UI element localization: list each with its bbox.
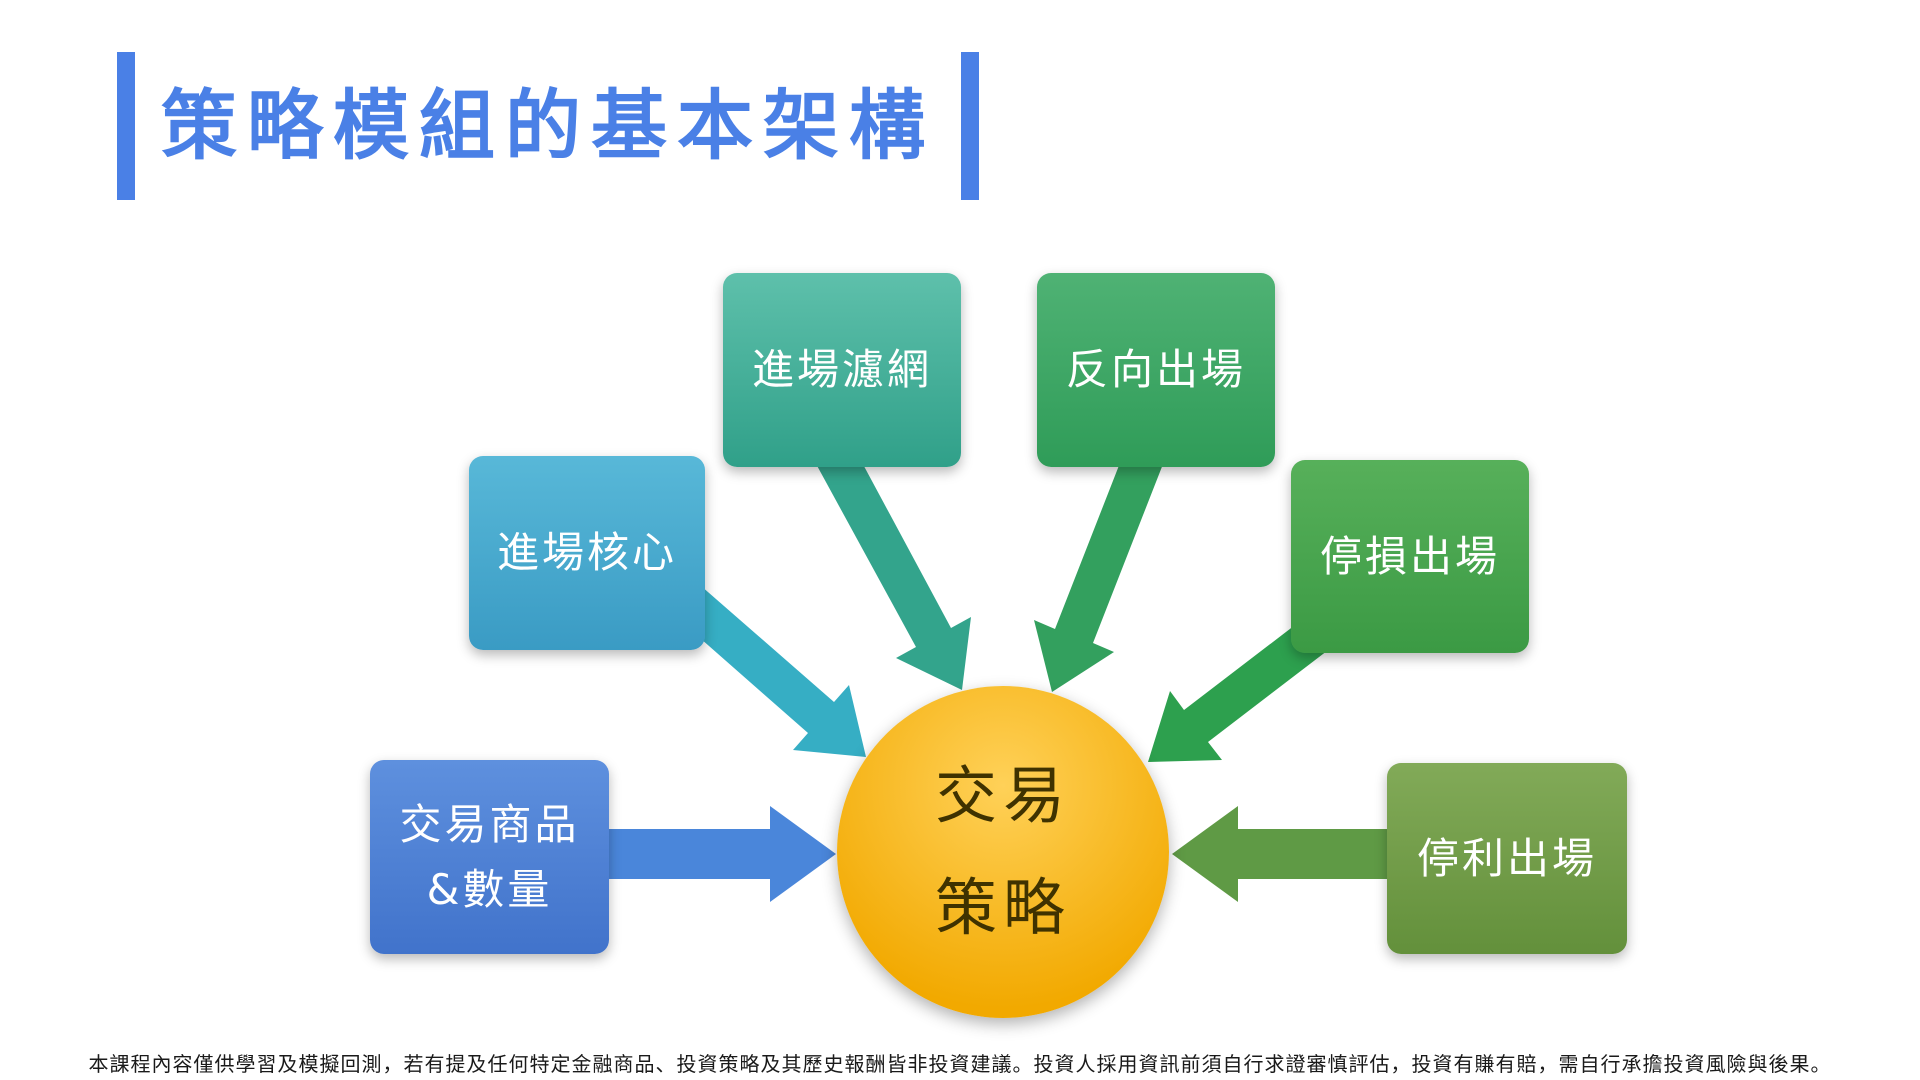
center-node-trading-strategy: 交易 策略: [837, 686, 1169, 1018]
node-label: 停利出場: [1416, 833, 1597, 883]
node-label-line2: &數量: [426, 865, 553, 914]
arrow-takeprofit-exit: [1172, 806, 1402, 902]
node-reverse-exit: 反向出場: [1037, 273, 1275, 467]
node-product-qty: 交易商品 &數量: [370, 760, 609, 954]
slide-header: 策略模組的基本架構: [117, 52, 979, 200]
node-stoploss-exit: 停損出場: [1291, 460, 1529, 653]
center-label-line2: 策略: [934, 871, 1071, 944]
node-label: 進場濾網: [751, 345, 932, 395]
node-takeprofit-exit: 停利出場: [1387, 763, 1627, 954]
node-label-line1: 交易商品: [399, 799, 580, 849]
disclaimer-text: 本課程內容僅供學習及模擬回測，若有提及任何特定金融商品、投資策略及其歷史報酬皆非…: [88, 1052, 1832, 1076]
node-entry-filter: 進場濾網: [723, 273, 961, 467]
arrow-product-qty: [594, 806, 836, 902]
center-label-line1: 交易: [934, 759, 1071, 833]
node-entry-core: 進場核心: [469, 456, 705, 650]
node-label: 停損出場: [1319, 531, 1500, 581]
title-accent-bar-left: [117, 52, 135, 200]
title-accent-bar-right: [961, 52, 979, 200]
arrow-stoploss-exit: [1148, 609, 1340, 762]
node-label: 反向出場: [1065, 345, 1246, 395]
arrow-reverse-exit: [1034, 445, 1165, 692]
arrow-entry-filter: [815, 442, 971, 690]
node-label: 進場核心: [496, 528, 677, 578]
page-title: 策略模組的基本架構: [161, 81, 935, 170]
